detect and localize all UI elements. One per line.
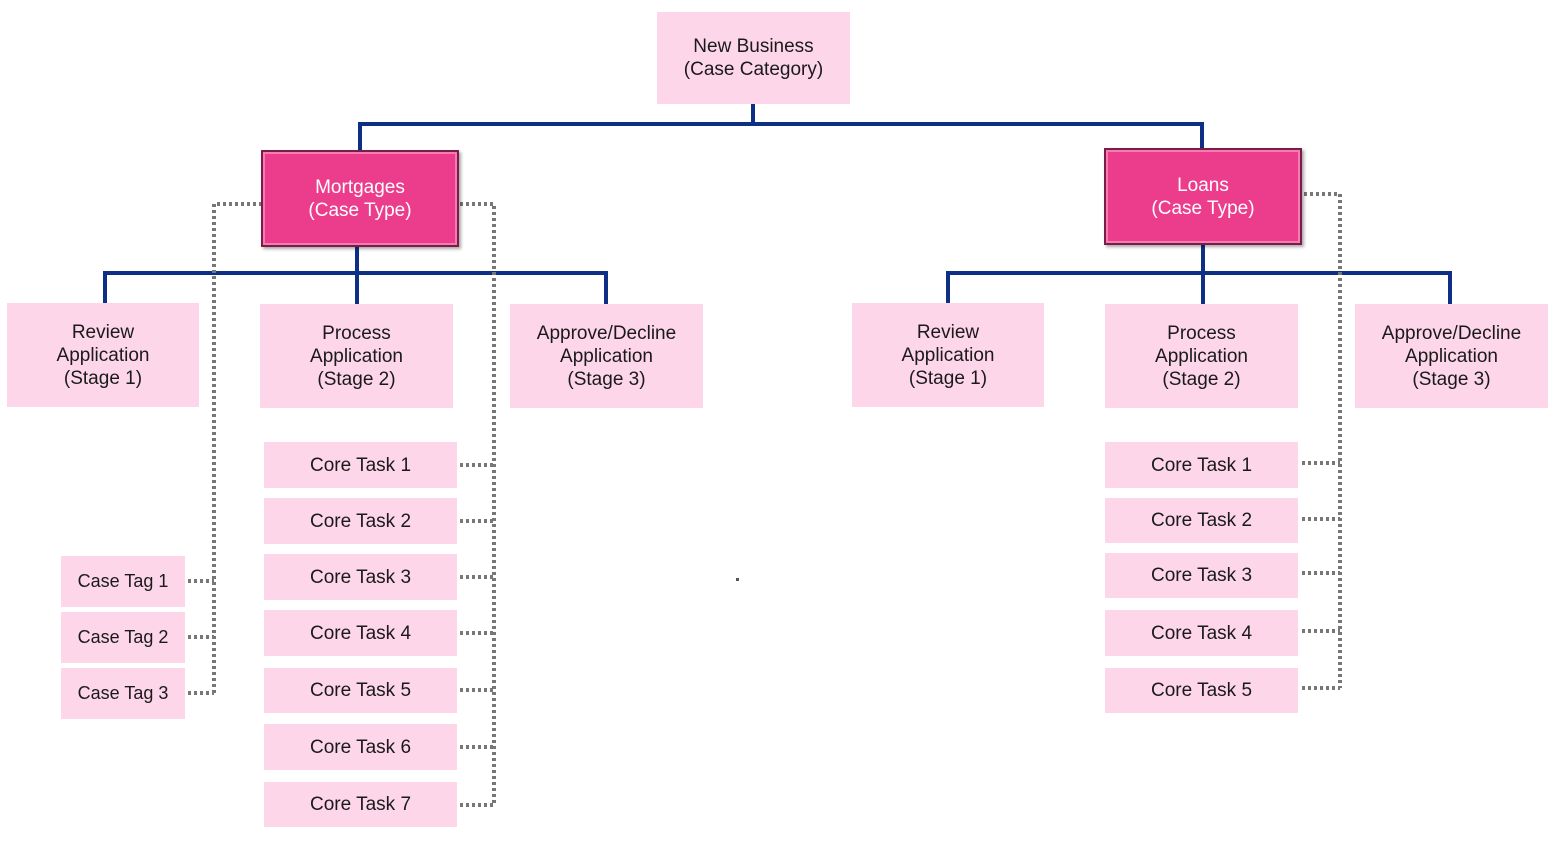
case-type-level: (Case Type): [308, 199, 412, 221]
case-type-mortgages: Mortgages (Case Type): [261, 150, 459, 247]
case-type-level: (Case Type): [1151, 197, 1255, 219]
mortgages-stage-3: Approve/Decline Application (Stage 3): [510, 304, 703, 408]
stage-level: (Stage 2): [1162, 368, 1241, 390]
mortgages-core-task: Core Task 6: [264, 724, 457, 770]
stage-sub: Application: [560, 345, 653, 367]
case-category-name: New Business: [693, 36, 814, 57]
stage-level: (Stage 1): [908, 367, 988, 389]
mortgages-stage-1: Review Application (Stage 1): [7, 303, 199, 407]
case-type-name: Mortgages: [315, 176, 405, 198]
case-category-level: (Case Category): [683, 59, 824, 80]
stage-name: Review: [916, 321, 980, 343]
dotted-mortgages-tags: [212, 202, 262, 693]
hierarchy-lines: [103, 104, 1452, 305]
dotted-lines: [188, 192, 1342, 807]
loans-core-task: Core Task 5: [1105, 668, 1298, 713]
stage-name: Review: [71, 321, 135, 343]
case-type-name: Loans: [1177, 174, 1229, 196]
stage-name: Process: [1167, 322, 1236, 344]
stage-name: Process: [322, 322, 391, 344]
mortgages-core-task: Core Task 1: [264, 442, 457, 488]
loans-stage-2: Process Application (Stage 2): [1105, 304, 1298, 408]
mortgages-core-task: Core Task 4: [264, 610, 457, 656]
stage-name: Approve/Decline: [1381, 322, 1522, 344]
mortgages-case-tag: Case Tag 3: [61, 668, 185, 719]
mortgages-case-tag: Case Tag 1: [61, 556, 185, 607]
loans-stage-1: Review Application (Stage 1): [852, 303, 1044, 407]
loans-core-task: Core Task 2: [1105, 498, 1298, 543]
dotted-loans-tasks: [1304, 192, 1342, 688]
stage-level: (Stage 3): [1412, 368, 1491, 390]
loans-core-task: Core Task 1: [1105, 442, 1298, 488]
mortgages-stage-2: Process Application (Stage 2): [260, 304, 453, 408]
mortgages-case-tag: Case Tag 2: [61, 612, 185, 663]
case-type-loans: Loans (Case Type): [1104, 148, 1302, 245]
case-category-box: New Business (Case Category): [657, 12, 850, 104]
stage-name: Approve/Decline: [536, 322, 677, 344]
stage-sub: Application: [901, 344, 995, 366]
stage-sub: Application: [310, 345, 403, 367]
stray-mark: [736, 578, 739, 581]
mortgages-core-task: Core Task 7: [264, 782, 457, 827]
mortgages-core-task: Core Task 5: [264, 668, 457, 713]
loans-stage-3: Approve/Decline Application (Stage 3): [1355, 304, 1548, 408]
loans-core-task: Core Task 4: [1105, 610, 1298, 656]
dotted-mortgages-tasks: [460, 202, 496, 805]
stage-sub: Application: [1405, 345, 1498, 367]
loans-core-task: Core Task 3: [1105, 553, 1298, 598]
stage-level: (Stage 3): [567, 368, 646, 390]
stage-sub: Application: [56, 344, 150, 366]
mortgages-core-task: Core Task 2: [264, 498, 457, 544]
stage-level: (Stage 1): [63, 367, 143, 389]
stage-level: (Stage 2): [317, 368, 396, 390]
mortgages-core-task: Core Task 3: [264, 554, 457, 600]
stage-sub: Application: [1155, 345, 1248, 367]
